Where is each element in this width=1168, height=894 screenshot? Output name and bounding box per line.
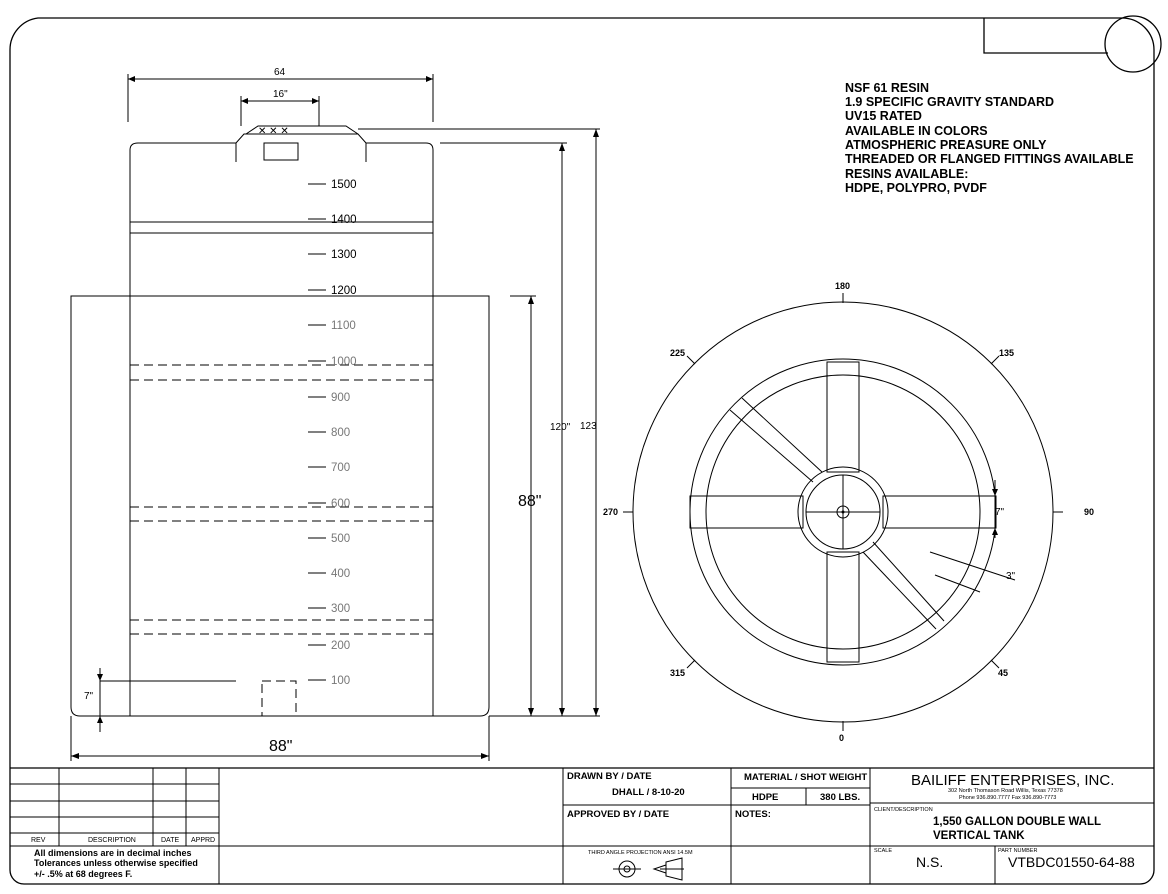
angle-label: 45 — [998, 668, 1008, 678]
dim-height-inner: 120" — [550, 422, 571, 433]
front-view: ✕ ✕ ✕ — [70, 67, 600, 761]
drawn-by-value: DHALL / 8-10-20 — [612, 787, 685, 798]
revision-box — [983, 18, 1108, 54]
dim-height-total: 123 — [580, 421, 597, 432]
scale-label: 1300 — [331, 249, 357, 261]
rev-header-date: DATE — [161, 837, 179, 844]
dim-hub: 7" — [995, 507, 1005, 518]
company-name: BAILIFF ENTERPRISES, INC. — [911, 772, 1114, 789]
spec-line: UV15 RATED — [845, 109, 922, 123]
tolerance-note: Tolerances unless otherwise specified — [34, 858, 198, 868]
scale-ticks — [308, 183, 326, 681]
scale-label: 200 — [331, 640, 350, 652]
manway-x-marks: ✕ ✕ ✕ — [258, 126, 289, 137]
scale-label: SCALE — [874, 848, 892, 854]
dim-outer-height: 88" — [518, 493, 541, 510]
dim-outlet-height: 7" — [84, 691, 94, 702]
company-phone: Phone 936.890.7777 Fax 936.890-7773 — [959, 795, 1056, 801]
scale-label: 600 — [331, 498, 350, 510]
scale-label: 1500 — [331, 179, 357, 191]
projection-label: THIRD ANGLE PROJECTION ANSI 14.5M — [588, 850, 693, 856]
tolerance-note: All dimensions are in decimal inches — [34, 848, 192, 858]
angle-label: 225 — [670, 348, 685, 358]
projection-cone-icon — [652, 857, 684, 881]
dim-outer-width: 88" — [269, 738, 292, 755]
spec-line: HDPE, POLYPRO, PVDF — [845, 181, 987, 195]
scale-label: 1200 — [331, 285, 357, 297]
material-label: MATERIAL / SHOT WEIGHT — [744, 772, 867, 783]
rev-header-rev: REV — [31, 837, 46, 844]
description-line: 1,550 GALLON DOUBLE WALL — [933, 816, 1101, 828]
inner-tank-outline — [129, 133, 434, 716]
dim-manway: 16" — [273, 89, 288, 100]
client-label: CLIENT/DESCRIPTION — [874, 807, 933, 813]
approved-by-label: APPROVED BY / DATE — [567, 809, 669, 820]
dim-spoke: 3" — [1006, 571, 1016, 582]
spec-line: RESINS AVAILABLE: — [845, 167, 968, 181]
sheet-border — [9, 17, 1155, 885]
spec-line: NSF 61 RESIN — [845, 81, 929, 95]
dim-tank-width: 64 — [274, 67, 286, 78]
rev-header-apprd: APPRD — [191, 837, 215, 844]
scale-label: 1000 — [331, 356, 357, 368]
scale-label: 400 — [331, 568, 350, 580]
angle-label: 180 — [835, 281, 850, 291]
revision-circle — [1104, 15, 1162, 73]
rev-header-description: DESCRIPTION — [88, 837, 136, 844]
scale-label: 100 — [331, 675, 350, 687]
tolerance-note: +/- .5% at 68 degrees F. — [34, 869, 132, 879]
description-line: VERTICAL TANK — [933, 830, 1025, 842]
part-number: VTBDC01550-64-88 — [1008, 854, 1135, 870]
scale-labels: 1500 1400 1300 1200 1100 1000 900 800 70… — [331, 179, 357, 687]
drawn-by-label: DRAWN BY / DATE — [567, 771, 652, 782]
title-block: REV DESCRIPTION DATE APPRD All dimension… — [10, 767, 1154, 884]
angle-label: 135 — [999, 348, 1014, 358]
company-address: 302 North Thomason Road Willis, Texas 77… — [948, 788, 1063, 794]
spec-line: 1.9 SPECIFIC GRAVITY STANDARD — [845, 95, 1054, 109]
scale-label: 1100 — [331, 320, 356, 332]
scale-label: 700 — [331, 462, 350, 474]
scale-label: 800 — [331, 427, 350, 439]
spec-line: THREADED OR FLANGED FITTINGS AVAILABLE — [845, 152, 1134, 166]
spec-line: ATMOSPHERIC PREASURE ONLY — [845, 138, 1047, 152]
spec-line: AVAILABLE IN COLORS — [845, 124, 988, 138]
material-value: HDPE — [752, 792, 778, 803]
specs-block: NSF 61 RESIN 1.9 SPECIFIC GRAVITY STANDA… — [845, 81, 1134, 195]
top-view: 7" 3" 180 135 225 270 90 315 45 0 — [603, 281, 1094, 743]
scale-value: N.S. — [916, 854, 943, 870]
scale-label: 500 — [331, 533, 350, 545]
outer-tank-outline — [70, 295, 490, 717]
angle-label: 315 — [670, 668, 685, 678]
scale-label: 300 — [331, 603, 350, 615]
weight-value: 380 LBS. — [820, 792, 860, 803]
scale-label: 900 — [331, 392, 350, 404]
part-number-label: PART NUMBER — [998, 848, 1037, 854]
scale-label: 1400 — [331, 214, 357, 226]
angle-label: 270 — [603, 507, 618, 517]
notes-label: NOTES: — [735, 809, 771, 820]
angle-label: 90 — [1084, 507, 1094, 517]
angle-label: 0 — [839, 733, 844, 743]
